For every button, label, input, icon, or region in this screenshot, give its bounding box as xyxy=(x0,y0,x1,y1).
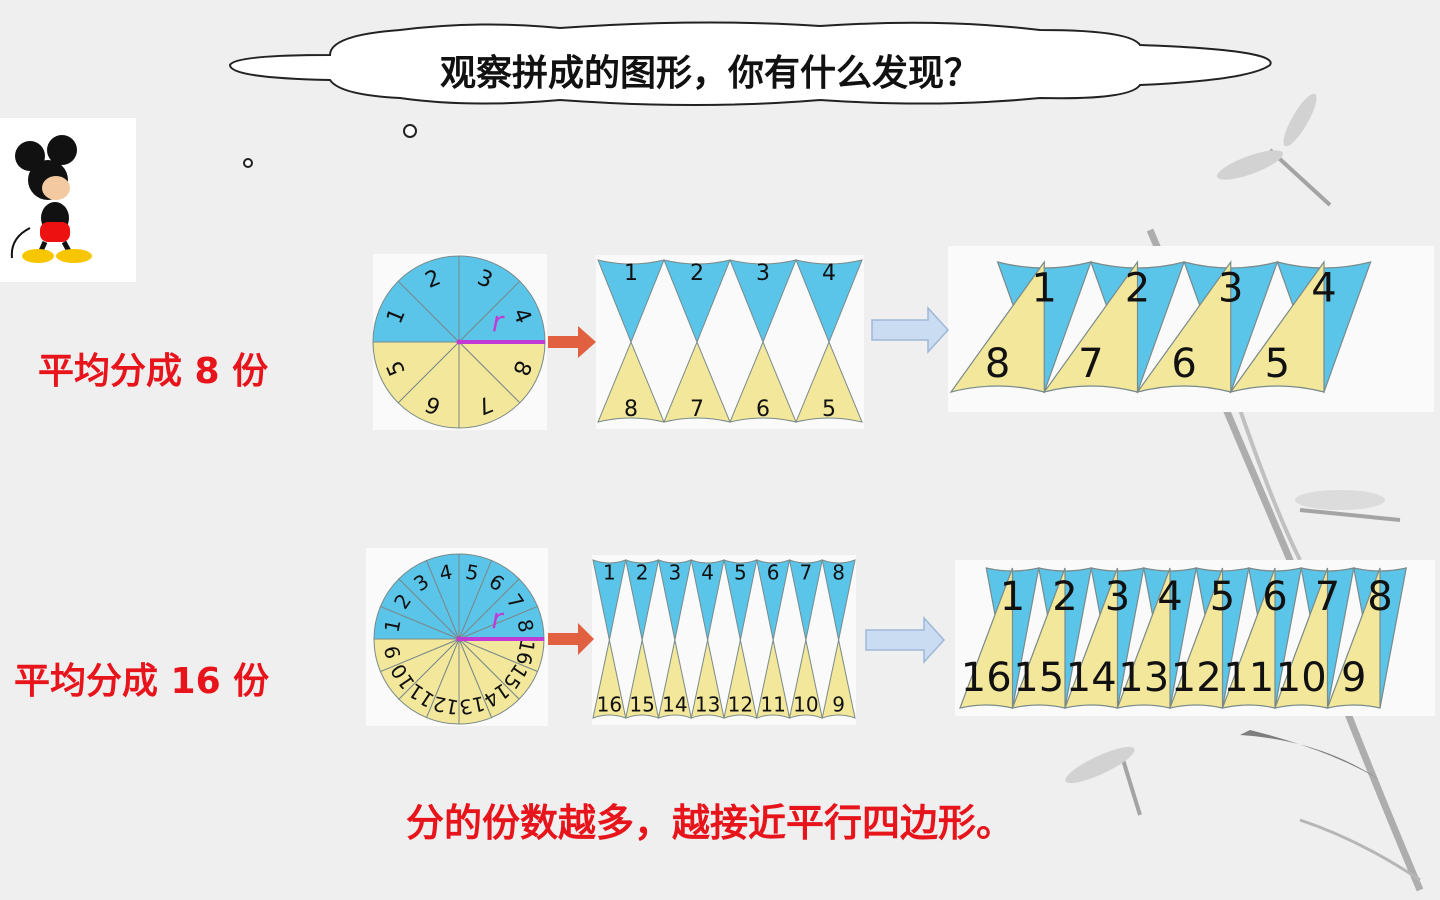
arrow-right-icon xyxy=(865,616,946,664)
row-label-8: 平均分成 8 份 xyxy=(38,351,269,392)
top-piece-number: 3 xyxy=(756,261,770,286)
top-piece-number: 5 xyxy=(734,561,747,585)
conclusion-text: 分的份数越多，越接近平行四边形。 xyxy=(406,801,1015,845)
assembled-top-number: 2 xyxy=(1052,574,1077,620)
circle-sector xyxy=(458,340,521,429)
bottom-piece-number: 16 xyxy=(597,693,622,717)
assembled-bottom-number: 9 xyxy=(1341,655,1366,701)
assembled-top-number: 4 xyxy=(1311,266,1336,312)
assembled-bottom-number: 11 xyxy=(1223,655,1274,701)
top-piece-number: 4 xyxy=(822,261,836,286)
page-title: 观察拼成的图形，你有什么发现？ xyxy=(440,53,981,94)
assembled-bottom-piece xyxy=(1326,567,1381,709)
sector-number-label: 13 xyxy=(457,691,487,720)
bottom-piece-number: 6 xyxy=(756,397,770,422)
sector-number-label: 16 xyxy=(511,637,540,667)
assembled-top-number: 8 xyxy=(1367,574,1392,620)
assembled-bottom-number: 6 xyxy=(1171,341,1196,387)
separated-pieces-16: 1 16 2 15 3 14 4 13 5 12 6 11 7 10 8 9 xyxy=(592,559,856,719)
sector-number-label: 1 xyxy=(379,617,405,634)
dragonfly-icon xyxy=(1216,93,1332,207)
separated-pieces-8: 1 8 2 7 3 6 4 5 xyxy=(597,259,863,423)
radius-label: r xyxy=(492,306,505,338)
bottom-piece-number: 13 xyxy=(695,693,720,717)
assembled-bottom-number: 10 xyxy=(1276,655,1327,701)
top-piece-number: 1 xyxy=(624,261,638,286)
top-piece-number: 4 xyxy=(701,561,714,585)
assembled-top-number: 7 xyxy=(1315,574,1340,620)
ink-painting-decoration xyxy=(1065,93,1424,892)
bottom-piece-number: 11 xyxy=(760,693,785,717)
top-piece-number: 2 xyxy=(690,261,704,286)
bottom-piece-number: 10 xyxy=(793,693,818,717)
assembled-bottom-number: 14 xyxy=(1066,655,1117,701)
sector-number-label: 9 xyxy=(379,644,405,661)
circle-sector xyxy=(397,255,460,344)
sector-number-label: 5 xyxy=(464,559,481,585)
arrow-right-icon xyxy=(871,306,950,354)
sector-number-label: 4 xyxy=(437,559,454,585)
circle-sector xyxy=(372,280,461,343)
assembled-top-number: 1 xyxy=(1000,574,1025,620)
dragonfly-icon xyxy=(1065,746,1142,816)
bottom-piece-number: 14 xyxy=(662,693,687,717)
sector-number-label: 8 xyxy=(512,617,538,634)
bottom-piece-number: 5 xyxy=(822,397,836,422)
circle-center xyxy=(456,339,462,345)
arrow-right-icon xyxy=(548,623,594,655)
assembled-shape-16: 1 16 2 15 3 14 4 13 5 12 6 11 7 10 89 xyxy=(959,567,1408,709)
dragonfly-icon xyxy=(1295,490,1401,522)
bottom-piece-number: 15 xyxy=(629,693,654,717)
top-piece-number: 7 xyxy=(800,561,813,585)
bottom-piece xyxy=(795,340,863,423)
assembled-top-number: 3 xyxy=(1105,574,1130,620)
circle-center xyxy=(456,636,462,642)
bottom-piece-number: 12 xyxy=(728,693,753,717)
assembled-bottom-number: 8 xyxy=(985,341,1010,387)
bottom-piece-number: 7 xyxy=(690,397,704,422)
thought-cloud xyxy=(228,21,1272,168)
circle-sector xyxy=(373,638,460,673)
assembled-shape-8: 18 27 36 45 xyxy=(949,260,1372,394)
top-piece-number: 2 xyxy=(636,561,649,585)
assembled-top-number: 3 xyxy=(1218,266,1243,312)
assembled-bottom-piece xyxy=(1229,260,1325,393)
assembled-top-number: 4 xyxy=(1157,574,1182,620)
top-piece-number: 6 xyxy=(767,561,780,585)
radius-label: r xyxy=(492,604,505,635)
top-piece xyxy=(795,259,863,344)
assembled-top-number: 2 xyxy=(1125,266,1150,312)
assembled-bottom-number: 12 xyxy=(1171,655,1222,701)
assembled-bottom-number: 16 xyxy=(961,655,1012,701)
top-piece xyxy=(821,559,856,641)
assembled-top-number: 1 xyxy=(1032,266,1057,312)
assembled-bottom-number: 5 xyxy=(1265,341,1290,387)
assembled-top-number: 5 xyxy=(1210,574,1235,620)
arrow-right-icon xyxy=(548,326,596,358)
assembled-bottom-number: 15 xyxy=(1013,655,1064,701)
circle-sector xyxy=(458,255,521,344)
bottom-piece xyxy=(821,639,856,719)
circle-sector xyxy=(397,340,460,429)
top-piece-number: 3 xyxy=(669,561,682,585)
circle-sector xyxy=(372,341,461,404)
row-label-16: 平均分成 16 份 xyxy=(14,661,270,702)
bottom-piece-number: 9 xyxy=(832,693,845,717)
assembled-top-number: 6 xyxy=(1262,574,1287,620)
assembled-bottom-number: 13 xyxy=(1118,655,1169,701)
sector-number-label: 12 xyxy=(431,691,461,720)
assembled-bottom-number: 7 xyxy=(1078,341,1103,387)
top-piece-number: 1 xyxy=(603,561,616,585)
mickey-mouse-icon xyxy=(0,118,136,282)
bottom-piece-number: 8 xyxy=(624,397,638,422)
top-piece-number: 8 xyxy=(832,561,845,585)
